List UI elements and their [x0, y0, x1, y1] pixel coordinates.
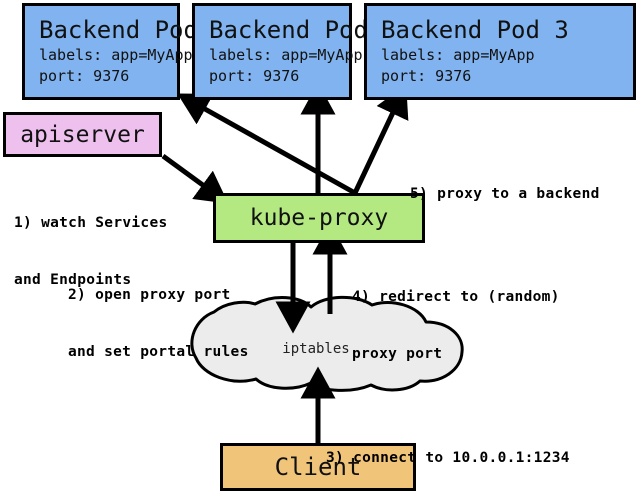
- client-box[interactable]: Client: [220, 443, 416, 491]
- step-5-line-1: 5) proxy to a backend: [410, 186, 600, 202]
- client-title: Client: [274, 453, 362, 481]
- backend-pod-2-title: Backend Pod 2: [209, 15, 397, 44]
- step-3-line-1: 3) connect to 10.0.0.1:1234: [326, 450, 570, 466]
- step-2-line-2: and set portal rules: [68, 344, 249, 360]
- step-3-label: 3) connect to 10.0.0.1:1234: [326, 411, 570, 487]
- backend-pod-1-labels: labels: app=MyApp: [39, 45, 193, 64]
- step-1-line-1: 1) watch Services: [14, 215, 168, 231]
- backend-pod-2-port: port: 9376: [209, 66, 300, 85]
- arrow-apiserver-to-kubeproxy: [161, 153, 229, 204]
- step-4-line-2: proxy port: [352, 346, 443, 362]
- kube-proxy-title: kube-proxy: [249, 205, 389, 231]
- step-2-line-1: 2) open proxy port: [68, 287, 231, 303]
- backend-pod-1-port: port: 9376: [39, 66, 130, 85]
- arrow-kubeproxy-to-pod3: [352, 84, 409, 195]
- backend-pod-1-title: Backend Pod 1: [39, 15, 227, 44]
- backend-pod-3-title: Backend Pod 3: [381, 15, 569, 44]
- arrow-kubeproxy-to-pod1: [177, 93, 357, 196]
- apiserver-box[interactable]: apiserver: [3, 112, 162, 157]
- step-2-label: 2) open proxy port and set portal rules: [68, 248, 249, 381]
- iptables-label: iptables: [282, 341, 350, 357]
- kube-proxy-box[interactable]: kube-proxy: [213, 193, 425, 243]
- apiserver-title: apiserver: [20, 121, 145, 148]
- backend-pod-2-labels: labels: app=MyApp: [209, 45, 363, 64]
- step-1-label: 1) watch Services and Endpoints: [14, 176, 168, 309]
- backend-pod-1-box[interactable]: Backend Pod 1 labels: app=MyApp port: 93…: [22, 3, 227, 100]
- backend-pod-3-labels: labels: app=MyApp: [381, 45, 535, 64]
- step-4-line-1: 4) redirect to (random): [352, 289, 560, 305]
- iptables-cloud: [190, 295, 464, 392]
- backend-pod-3-port: port: 9376: [381, 66, 472, 85]
- step-5-label: 5) proxy to a backend: [410, 147, 600, 223]
- backend-pod-2-box[interactable]: Backend Pod 2 labels: app=MyApp port: 93…: [192, 3, 397, 100]
- backend-pod-3-box[interactable]: Backend Pod 3 labels: app=MyApp port: 93…: [364, 3, 636, 100]
- step-1-line-2: and Endpoints: [14, 272, 132, 288]
- step-4-label: 4) redirect to (random) proxy port: [352, 250, 560, 383]
